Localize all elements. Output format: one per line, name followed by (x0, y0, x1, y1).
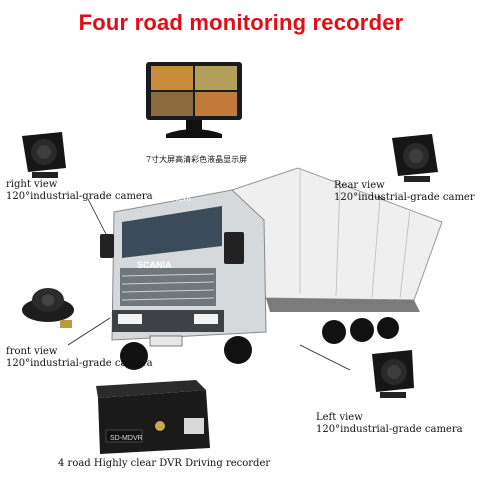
front-view-label: front view 120°industrial-grade camera (6, 346, 153, 370)
rear-view-label: Rear view 120°industrial-grade camer (334, 180, 475, 204)
rear-view-name: Rear view (334, 180, 385, 191)
leader-left-view (299, 344, 351, 371)
dvr-label: SD-MDVR (110, 435, 143, 442)
right-view-name: right view (6, 179, 58, 190)
leader-right-view (87, 198, 109, 239)
left-view-desc: 120°industrial-grade camera (316, 424, 463, 435)
left-view-label: Left view 120°industrial-grade camera (316, 412, 463, 436)
left-view-name: Left view (316, 412, 363, 423)
truck-brand: SCANIA (137, 260, 172, 270)
page-title: Four road monitoring recorder (78, 10, 404, 35)
monitor-icon (146, 62, 242, 138)
camera-icon (372, 350, 414, 398)
monitor-caption: 7寸大屏高清彩色液晶显示屏 (146, 155, 248, 164)
truck-banner: Scania Rent (142, 193, 192, 203)
rear-view-desc: 120°industrial-grade camer (334, 192, 475, 203)
truck-cab (100, 189, 267, 370)
dvr-caption: 4 road Highly clear DVR Driving recorder (58, 458, 271, 469)
right-view-desc: 120°industrial-grade camera (6, 191, 153, 202)
leader-front-view (67, 317, 111, 346)
front-view-desc: 120°industrial-grade camera (6, 358, 153, 369)
dvr-device-icon (96, 380, 210, 454)
right-view-label: right view 120°industrial-grade camera (6, 179, 153, 203)
truck-trailer (231, 167, 443, 344)
dome-camera-icon (22, 288, 74, 328)
camera-icon (392, 134, 438, 182)
camera-icon (22, 132, 66, 178)
front-view-name: front view (6, 346, 58, 357)
